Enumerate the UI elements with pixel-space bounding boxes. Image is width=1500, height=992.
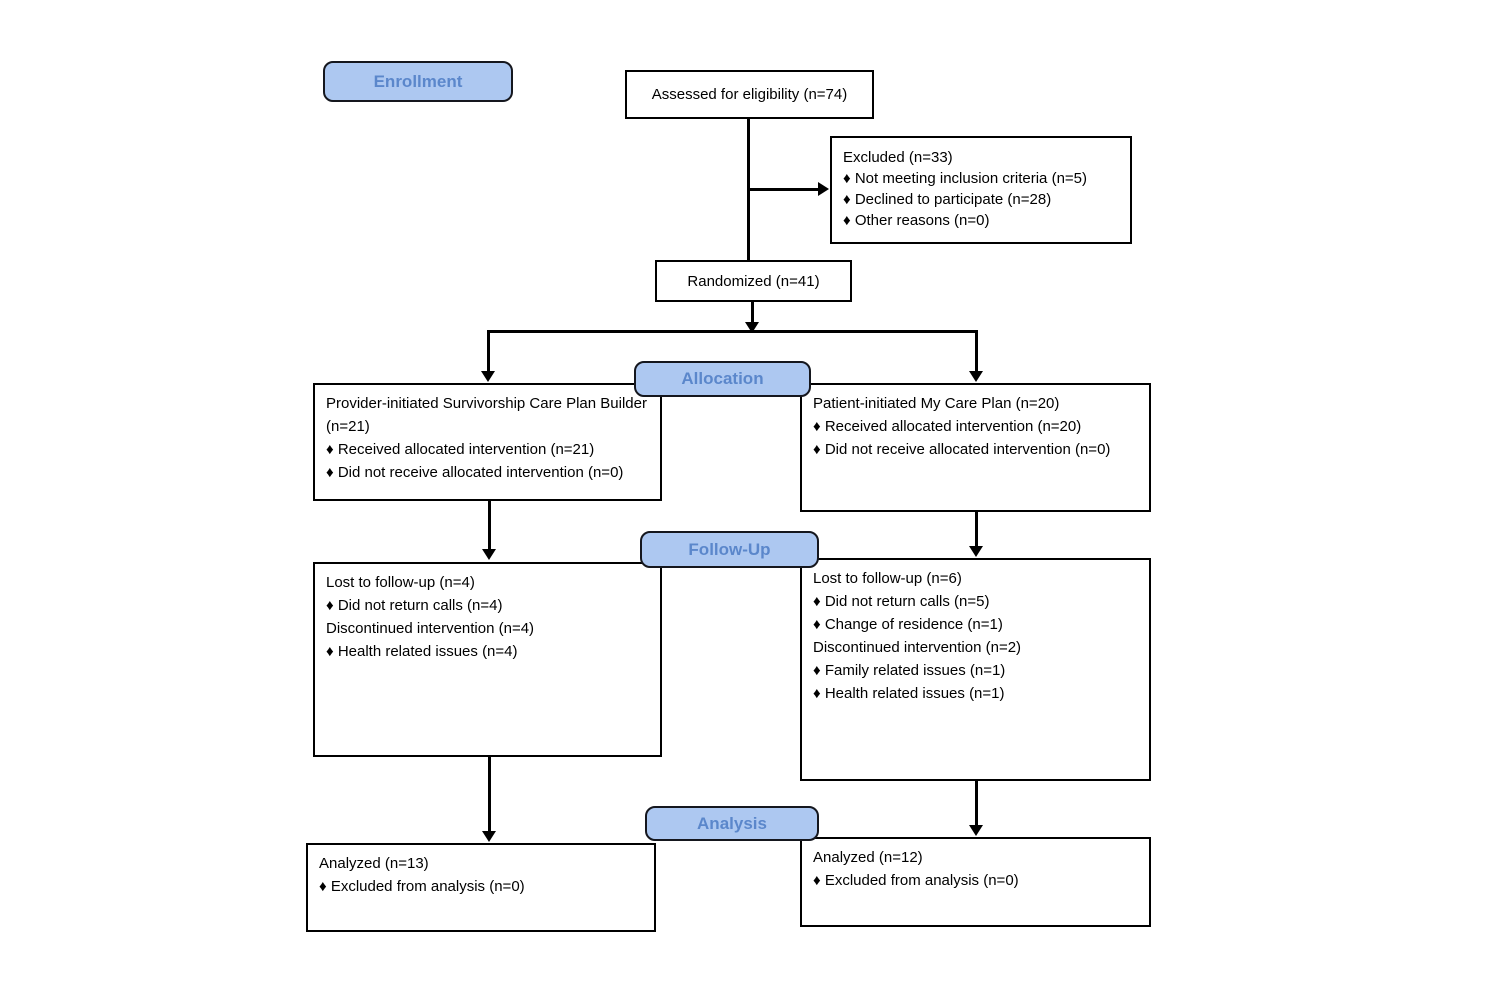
connector-followup-to-analysis-right xyxy=(975,781,978,825)
allocation-provider-title: Provider-initiated Survivorship Care Pla… xyxy=(326,395,647,435)
arrowhead-analysis-right xyxy=(969,825,983,836)
connector-branch-to-alloc-right xyxy=(975,331,978,371)
excluded-reason: ♦ Declined to participate (n=28) xyxy=(843,191,1052,208)
stage-label-followup: Follow-Up xyxy=(640,531,819,568)
arrowhead-alloc-right xyxy=(969,371,983,382)
followup-provider-line: ♦ Did not return calls (n=4) xyxy=(326,597,503,614)
followup-patient-line: Lost to follow-up (n=6) xyxy=(813,570,962,587)
analysis-provider-line: ♦ Excluded from analysis (n=0) xyxy=(319,878,525,895)
arrowhead-followup-right xyxy=(969,546,983,557)
arrowhead-followup-left xyxy=(482,549,496,560)
analysis-patient-line: ♦ Excluded from analysis (n=0) xyxy=(813,872,1019,889)
allocation-patient-title: Patient-initiated My Care Plan (n=20) xyxy=(813,395,1060,412)
allocation-provider-item: ♦ Did not receive allocated intervention… xyxy=(326,464,624,481)
stage-label-analysis: Analysis xyxy=(645,806,819,841)
connector-branch-to-alloc-left xyxy=(487,331,490,371)
assessed-eligibility-text: Assessed for eligibility (n=74) xyxy=(651,86,848,103)
assessed-eligibility-box: Assessed for eligibility (n=74) xyxy=(625,70,874,119)
connector-to-excluded xyxy=(750,188,818,191)
excluded-reason: ♦ Not meeting inclusion criteria (n=5) xyxy=(843,170,1088,187)
arrowhead-alloc-left xyxy=(481,371,495,382)
followup-patient-line: Discontinued intervention (n=2) xyxy=(813,639,1022,656)
analysis-patient-line: Analyzed (n=12) xyxy=(813,849,923,866)
connector-assessed-to-randomized xyxy=(747,119,750,260)
allocation-box-patient: Patient-initiated My Care Plan (n=20) ♦ … xyxy=(800,383,1151,512)
followup-provider-line: Lost to follow-up (n=4) xyxy=(326,574,475,591)
excluded-title: Excluded (n=33) xyxy=(843,149,953,166)
arrowhead-excluded xyxy=(818,182,829,196)
followup-patient-line: ♦ Did not return calls (n=5) xyxy=(813,593,990,610)
allocation-patient-item: ♦ Did not receive allocated intervention… xyxy=(813,441,1111,458)
arrowhead-branch xyxy=(745,322,759,333)
followup-box-provider: Lost to follow-up (n=4) ♦ Did not return… xyxy=(313,562,662,757)
followup-patient-line: ♦ Health related issues (n=1) xyxy=(813,685,1005,702)
allocation-provider-item: ♦ Received allocated intervention (n=21) xyxy=(326,441,595,458)
stage-label-enrollment: Enrollment xyxy=(323,61,513,102)
branch-line xyxy=(487,330,978,333)
analysis-box-provider: Analyzed (n=13) ♦ Excluded from analysis… xyxy=(306,843,656,932)
followup-box-patient: Lost to follow-up (n=6) ♦ Did not return… xyxy=(800,558,1151,781)
analysis-box-patient: Analyzed (n=12) ♦ Excluded from analysis… xyxy=(800,837,1151,927)
randomized-box: Randomized (n=41) xyxy=(655,260,852,302)
arrowhead-analysis-left xyxy=(482,831,496,842)
connector-randomized-to-branch xyxy=(751,302,754,323)
allocation-patient-item: ♦ Received allocated intervention (n=20) xyxy=(813,418,1082,435)
followup-provider-line: ♦ Health related issues (n=4) xyxy=(326,643,518,660)
allocation-box-provider: Provider-initiated Survivorship Care Pla… xyxy=(313,383,662,501)
excluded-box: Excluded (n=33) ♦ Not meeting inclusion … xyxy=(830,136,1132,244)
followup-patient-line: ♦ Family related issues (n=1) xyxy=(813,662,1006,679)
followup-provider-line: Discontinued intervention (n=4) xyxy=(326,620,535,637)
connector-alloc-to-followup-right xyxy=(975,512,978,547)
randomized-text: Randomized (n=41) xyxy=(687,272,820,290)
excluded-reason: ♦ Other reasons (n=0) xyxy=(843,212,990,229)
connector-followup-to-analysis-left xyxy=(488,757,491,831)
followup-patient-line: ♦ Change of residence (n=1) xyxy=(813,616,1003,633)
analysis-provider-line: Analyzed (n=13) xyxy=(319,855,429,872)
connector-alloc-to-followup-left xyxy=(488,501,491,549)
stage-label-allocation: Allocation xyxy=(634,361,811,397)
